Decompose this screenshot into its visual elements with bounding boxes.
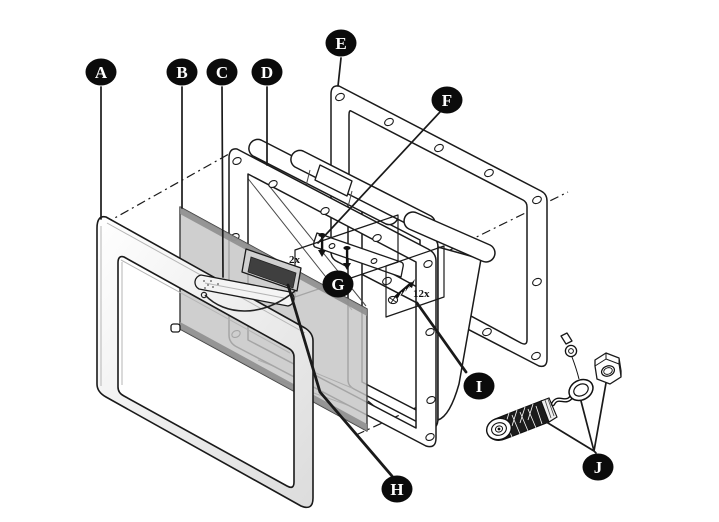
leader-i (415, 301, 468, 374)
leader-e (337, 57, 342, 87)
svg-text:E: E (335, 34, 346, 53)
gasket-wire (204, 290, 296, 312)
callout-labels: A B C D E F G H (85, 29, 614, 503)
connector-hardware-group (485, 332, 622, 441)
connector-strip (247, 256, 297, 289)
qty-box-12x: 12x (385, 245, 445, 318)
svg-text:J: J (594, 458, 603, 477)
callout-f: F (431, 86, 463, 114)
svg-text:A: A (95, 63, 108, 82)
handle-texture (203, 280, 219, 289)
knob-part (485, 390, 581, 441)
callout-b: B (166, 58, 198, 86)
callout-h: H (381, 475, 413, 503)
svg-text:F: F (442, 91, 452, 110)
callout-d: D (251, 58, 283, 86)
leader-c (221, 86, 224, 278)
callout-c: C (206, 58, 238, 86)
leader-h (286, 283, 394, 478)
svg-text:G: G (331, 275, 344, 294)
callout-i: I (463, 372, 495, 400)
svg-text:H: H (390, 480, 403, 499)
oring-part (568, 378, 594, 402)
leader-lines (100, 57, 607, 478)
tab-washer-part (560, 332, 580, 380)
callout-j: J (582, 453, 614, 481)
hex-nut-part (594, 352, 622, 385)
svg-text:B: B (176, 63, 187, 82)
callout-a: A (85, 58, 117, 86)
callout-e: E (325, 29, 357, 57)
svg-text:D: D (261, 63, 273, 82)
leader-f (317, 111, 441, 244)
bezel-part (96, 215, 314, 509)
qty-label-2x: 2x (289, 254, 301, 266)
connector-slot (241, 248, 302, 292)
svg-text:I: I (476, 377, 483, 396)
qty-label-12x: 12x (413, 288, 430, 300)
bracket-part (313, 164, 404, 278)
glass-pin (170, 323, 181, 333)
small-screw-2 (343, 246, 351, 270)
callout-g: G (322, 270, 354, 298)
leader-j (542, 382, 607, 454)
gasket-pull-part (194, 274, 296, 312)
svg-text:C: C (216, 63, 228, 82)
